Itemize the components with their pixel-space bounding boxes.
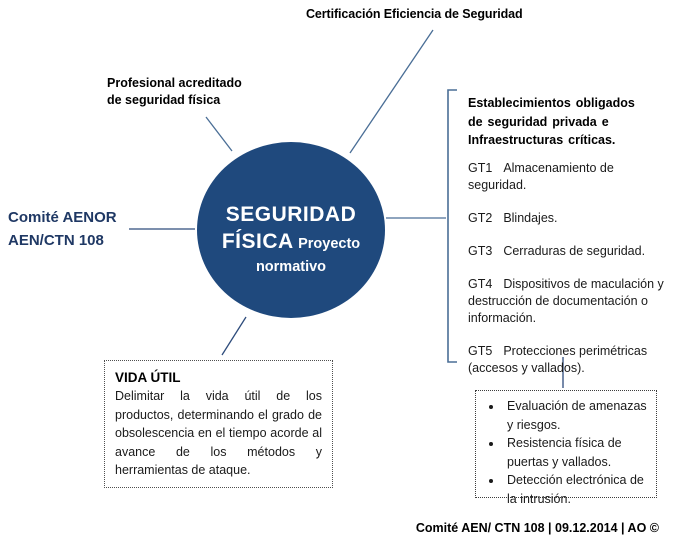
label-profesional-line2: de seguridad física bbox=[107, 93, 221, 107]
gt-item-2: GT2 Blindajes. bbox=[468, 210, 673, 227]
connector-profesional-diagonal bbox=[205, 116, 233, 152]
right-panel-header: Establecimientos obligados de seguridad … bbox=[468, 94, 635, 150]
gt-item-3-text: Cerraduras de seguridad. bbox=[503, 244, 646, 258]
central-node-seguridad-fisica: SEGURIDAD FÍSICA Proyecto normativo bbox=[197, 142, 385, 318]
gt-item-1-text: Almacenamiento de seguridad. bbox=[468, 161, 614, 192]
central-node-title-line1: SEGURIDAD bbox=[225, 202, 357, 226]
gt-item-2-code: GT2 bbox=[468, 211, 493, 225]
gt-item-3: GT3 Cerraduras de seguridad. bbox=[468, 243, 673, 260]
gt-item-2-text: Blindajes. bbox=[503, 211, 558, 225]
central-node-title-fisica: FÍSICA bbox=[221, 229, 294, 253]
right-panel-header-line1: Establecimientos obligados bbox=[468, 96, 635, 110]
right-panel-header-line2: de seguridad privada e bbox=[468, 114, 609, 129]
gt-item-5-text: Protecciones perimétricas (accesos y val… bbox=[468, 344, 648, 375]
bullet-item-3: Detección electrónica de la intrusión. bbox=[503, 471, 652, 508]
gt-item-3-code: GT3 bbox=[468, 244, 493, 258]
label-committee-line2: AEN/CTN 108 bbox=[8, 232, 104, 249]
central-node-subtitle-proyecto: Proyecto bbox=[298, 235, 361, 252]
central-node-text: SEGURIDAD FÍSICA Proyecto normativo bbox=[222, 202, 360, 277]
gt-item-1-code: GT1 bbox=[468, 161, 493, 175]
label-committee: Comité AENOR AEN/CTN 108 bbox=[8, 206, 117, 252]
vida-util-box: VIDA ÚTIL Delimitar la vida útil de los … bbox=[104, 360, 333, 488]
gt-item-4-code: GT4 bbox=[468, 277, 493, 291]
vida-util-body: Delimitar la vida útil de los productos,… bbox=[115, 389, 322, 477]
label-certificacion: Certificación Eficiencia de Seguridad bbox=[306, 7, 523, 21]
connector-top-diagonal bbox=[349, 29, 434, 154]
right-panel-header-line3: Infraestructuras críticas. bbox=[468, 133, 616, 147]
bullet-item-2: Resistencia física de puertas y vallados… bbox=[503, 434, 652, 471]
gt-item-5-code: GT5 bbox=[468, 344, 493, 358]
right-bracket bbox=[447, 89, 457, 363]
label-committee-line1: Comité AENOR bbox=[8, 209, 117, 226]
central-node-title-line2: FÍSICA Proyecto bbox=[222, 228, 360, 258]
label-profesional: Profesional acreditado de seguridad físi… bbox=[107, 75, 242, 109]
evaluation-bullet-list: Evaluación de amenazas y riesgos. Resist… bbox=[476, 397, 652, 508]
gt-item-4-text: Dispositivos de maculación y destrucción… bbox=[468, 277, 664, 325]
vida-util-title: VIDA ÚTIL bbox=[115, 370, 181, 385]
bullet-item-1: Evaluación de amenazas y riesgos. bbox=[503, 397, 652, 434]
connector-bottom-diagonal bbox=[221, 316, 247, 356]
evaluation-bullet-box: Evaluación de amenazas y riesgos. Resist… bbox=[475, 390, 657, 506]
central-node-subtitle-normativo: normativo bbox=[255, 258, 327, 275]
label-profesional-line1: Profesional acreditado bbox=[107, 76, 242, 90]
footer-credit: Comité AEN/ CTN 108 | 09.12.2014 | AO © bbox=[415, 521, 659, 535]
